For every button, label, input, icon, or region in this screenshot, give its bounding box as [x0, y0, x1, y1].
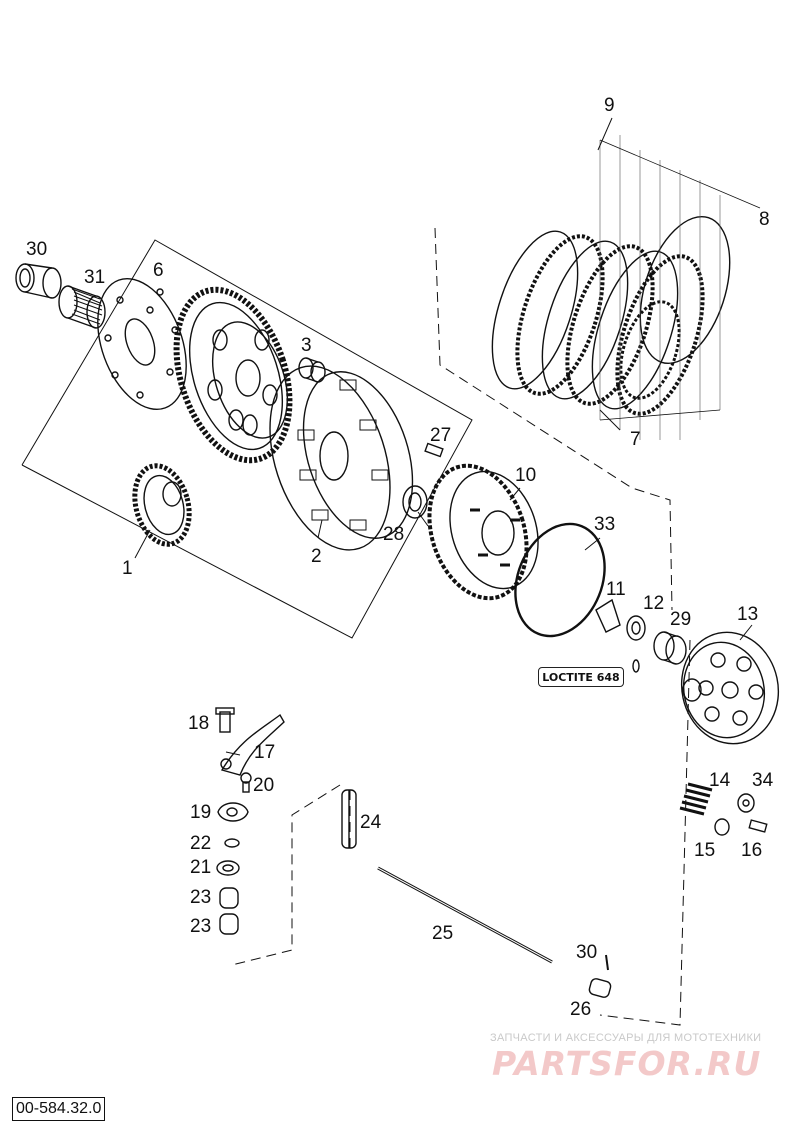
callout-28: 28 [383, 524, 405, 545]
part-31-sleeve [15, 263, 62, 299]
part-6-thrust-washer [97, 277, 187, 411]
callout-23-a: 23 [190, 887, 212, 908]
callout-23-b: 23 [190, 916, 212, 937]
leader-lines [134, 117, 753, 756]
callout-19: 19 [190, 802, 212, 823]
part-13-pressure-plate [680, 631, 780, 745]
starter-driven-gear [132, 463, 192, 547]
watermark-logo: PARTSFOR.RU [492, 1044, 762, 1083]
parts-11-12-29-nut-washer-bearing [595, 598, 687, 673]
callout-20: 20 [253, 775, 275, 796]
callout-8: 8 [759, 209, 770, 230]
watermark-tagline: ЗАПЧАСТИ И АКСЕССУАРЫ ДЛЯ МОТОТЕХНИКИ [490, 1032, 762, 1044]
callout-14: 14 [709, 770, 731, 791]
callout-21: 21 [190, 857, 212, 878]
callout-7: 7 [630, 429, 641, 450]
callout-17: 17 [254, 742, 276, 763]
callout-3: 3 [301, 335, 312, 356]
callout-25: 25 [432, 923, 454, 944]
callout-11: 11 [606, 579, 626, 600]
callout-13: 13 [737, 604, 759, 625]
callout-16: 16 [741, 840, 763, 861]
parts-19-21-22-23-seals-bearings [216, 802, 249, 935]
callout-33: 33 [594, 514, 616, 535]
callout-29: 29 [670, 609, 692, 630]
loctite-note-box: LOCTITE 648 [538, 667, 624, 687]
callout-18: 18 [188, 713, 210, 734]
callout-15: 15 [694, 840, 716, 861]
part-32-needle-bearing [58, 285, 106, 329]
callout-32: 31 [84, 267, 106, 288]
callout-30: 30 [576, 942, 598, 963]
part-10-clutch-hub [427, 463, 539, 601]
part-28-washer [402, 485, 428, 519]
callout-10: 10 [515, 465, 537, 486]
part-2-clutch-basket [269, 365, 414, 551]
callout-2: 2 [311, 546, 322, 567]
callout-1: 1 [122, 558, 133, 579]
callout-31: 30 [26, 239, 48, 260]
callout-26: 26 [570, 999, 592, 1020]
dashed-guide-lines [231, 227, 691, 1026]
primary-gear [173, 286, 293, 464]
callout-6: 6 [153, 260, 164, 281]
primary-assembly-frame [21, 239, 473, 639]
parts-14-15-16-34-springs-bolts [679, 782, 768, 836]
callout-34: 34 [752, 770, 774, 791]
part-24-release-shaft [341, 789, 357, 849]
parts-26-30-pressure-piece [588, 954, 612, 998]
callout-27: 27 [430, 425, 452, 446]
document-number: 00-584.32.0 [12, 1097, 106, 1121]
parts-17-18-20-release-lever [215, 707, 285, 793]
part-33-o-ring [514, 522, 606, 638]
callout-22: 22 [190, 833, 212, 854]
callout-9: 9 [604, 95, 615, 116]
part-25-push-rod [377, 866, 553, 964]
callout-12: 12 [643, 593, 665, 614]
callout-24: 24 [360, 812, 382, 833]
clutch-plate-stack [491, 135, 761, 440]
part-27-pin [424, 442, 444, 458]
